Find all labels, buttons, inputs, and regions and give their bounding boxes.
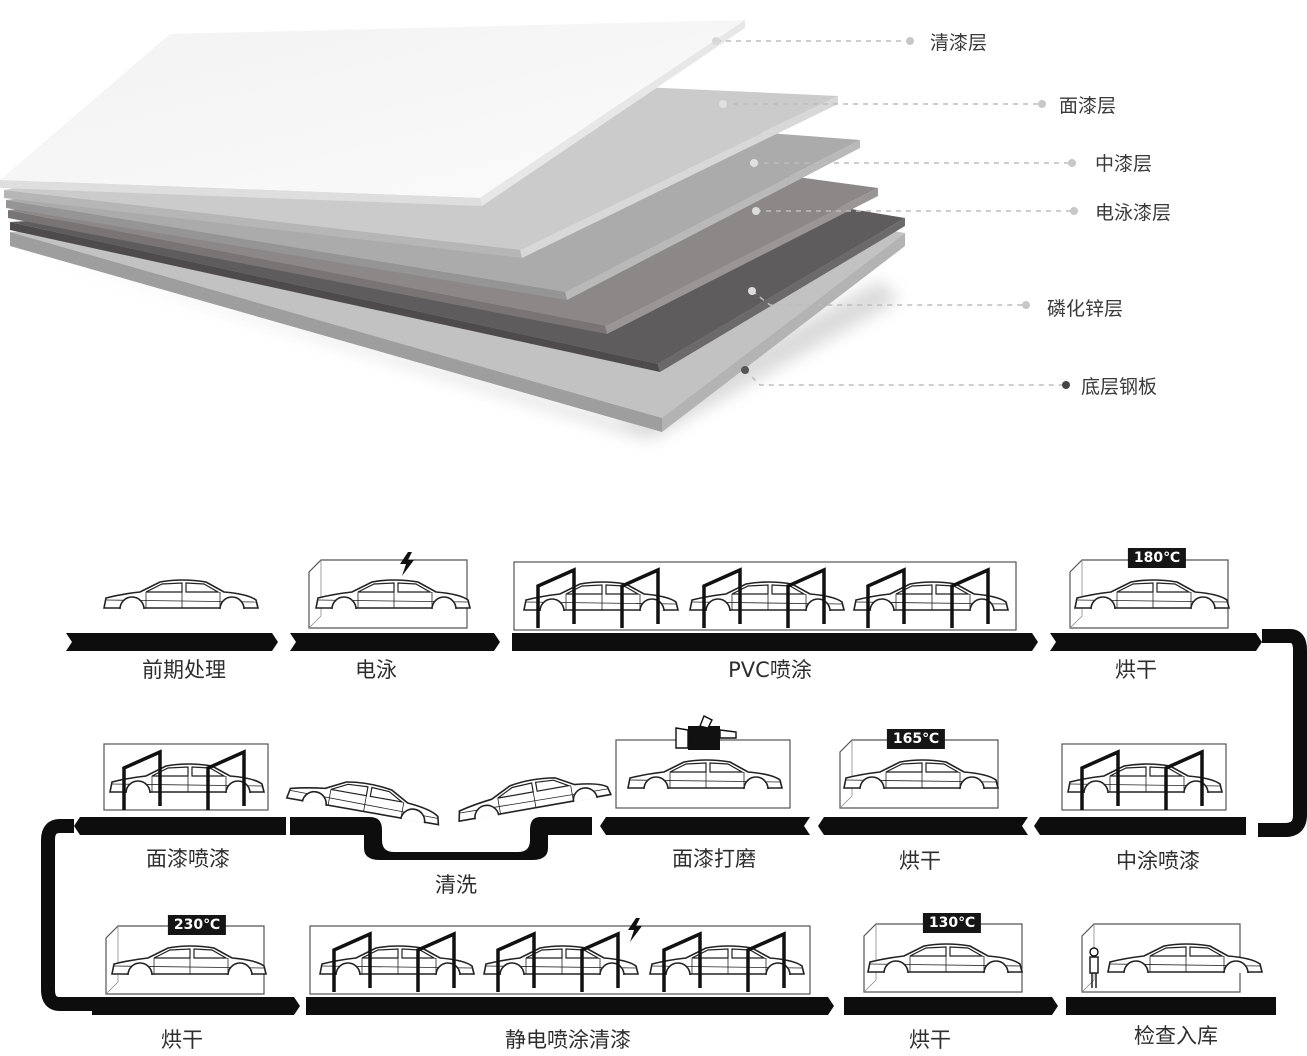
step-label-pretreatment: 前期处理	[142, 658, 226, 682]
step-label-inspection: 检查入库	[1134, 1024, 1218, 1048]
dry-station-3	[105, 925, 267, 995]
lightning-icon	[628, 918, 642, 942]
leader-dots	[712, 37, 1078, 389]
step-label-wash: 清洗	[435, 873, 477, 897]
step-label-topcoat-sanding: 面漆打磨	[672, 847, 756, 871]
layer-label-steel: 底层钢板	[1081, 376, 1158, 398]
step-label-dry-3: 烘干	[161, 1028, 203, 1052]
inspector-icon	[1089, 947, 1099, 988]
layer-label-ecoat: 电泳漆层	[1095, 202, 1172, 224]
temperature-badge-165: 165℃	[886, 729, 946, 749]
layer-clearcoat	[0, 20, 745, 206]
lightning-icon	[400, 552, 414, 576]
step-label-clearcoat: 静电喷涂清漆	[505, 1028, 631, 1052]
connector-left	[41, 819, 92, 1011]
dry-station-2	[839, 739, 999, 809]
car-pretreatment	[103, 579, 259, 610]
dry-station-1	[1069, 559, 1230, 629]
wash-cars	[285, 766, 612, 827]
topcoat-spray-station	[103, 743, 269, 812]
step-label-dry-4: 烘干	[909, 1028, 951, 1052]
hand-sanding-icon	[675, 715, 737, 750]
process-flow-diagram	[41, 552, 1307, 1015]
pvc-station	[513, 561, 1017, 631]
connector-right	[1258, 629, 1307, 837]
row2-belts	[74, 817, 1246, 860]
temperature-badge-130: 130℃	[922, 913, 982, 933]
temperature-badge-230: 230℃	[167, 915, 227, 935]
clearcoat-station	[309, 918, 811, 995]
step-label-pvc: PVC喷涂	[728, 658, 812, 682]
row1-belts	[66, 633, 1262, 651]
layer-label-middle: 中漆层	[1095, 153, 1153, 175]
layer-label-topcoat: 面漆层	[1059, 95, 1117, 117]
temperature-badge-180: 180℃	[1127, 548, 1187, 568]
step-label-midcoat-spray: 中涂喷漆	[1116, 849, 1200, 873]
ecoat-station	[308, 552, 471, 629]
paint-layers-illustration	[0, 20, 1078, 440]
row3-belts	[92, 997, 1276, 1015]
dry-station-4	[863, 923, 1023, 993]
topcoat-sanding-station	[615, 715, 791, 809]
layer-label-zinc-phosphate: 磷化锌层	[1047, 298, 1124, 320]
layer-label-clearcoat: 清漆层	[930, 32, 988, 54]
leader-lines	[716, 40, 1074, 386]
step-label-ecoat: 电泳	[355, 658, 397, 682]
inspection-station	[1081, 923, 1263, 993]
midcoat-spray-station	[1061, 743, 1227, 812]
step-label-dry-1: 烘干	[1115, 658, 1157, 682]
step-label-dry-2: 烘干	[899, 849, 941, 873]
step-label-topcoat-spray: 面漆喷漆	[146, 847, 230, 871]
